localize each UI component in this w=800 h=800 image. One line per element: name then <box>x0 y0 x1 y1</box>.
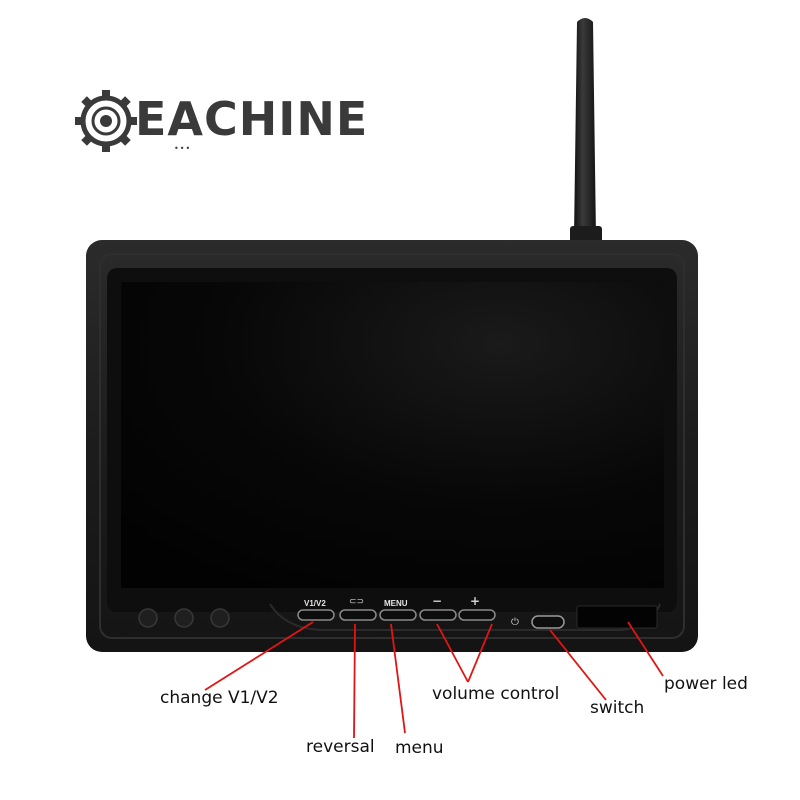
speaker-bumps <box>138 608 230 628</box>
gear-logo-icon <box>75 90 137 152</box>
minus-icon: − <box>432 594 443 608</box>
brand-logo-dots: ••• <box>174 144 192 153</box>
monitor-screen <box>121 282 664 588</box>
callout-power-led: power led <box>664 674 748 694</box>
power-icon: ⏻ <box>511 617 519 628</box>
callout-switch: switch <box>590 698 645 718</box>
button-menu[interactable] <box>379 609 417 621</box>
v1v2-button-label: V1/V2 <box>304 599 326 608</box>
callout-reversal: reversal <box>306 737 375 757</box>
brand-logo-text: EACHINE <box>135 92 369 146</box>
callout-change-v1v2: change V1/V2 <box>160 688 279 708</box>
button-volume-down[interactable] <box>419 609 457 621</box>
callout-menu: menu <box>395 738 444 758</box>
reversal-icon: ⊂⊃ <box>349 597 365 607</box>
callout-volume-control: volume control <box>432 684 560 704</box>
plus-icon: + <box>470 594 481 608</box>
antenna <box>570 18 602 246</box>
menu-button-label: MENU <box>384 599 408 608</box>
button-volume-up[interactable] <box>458 609 496 621</box>
power-led <box>576 605 658 629</box>
button-v1v2[interactable] <box>297 609 335 621</box>
power-switch[interactable] <box>531 615 565 629</box>
callout-lines <box>204 621 664 739</box>
button-reversal[interactable] <box>339 609 377 621</box>
